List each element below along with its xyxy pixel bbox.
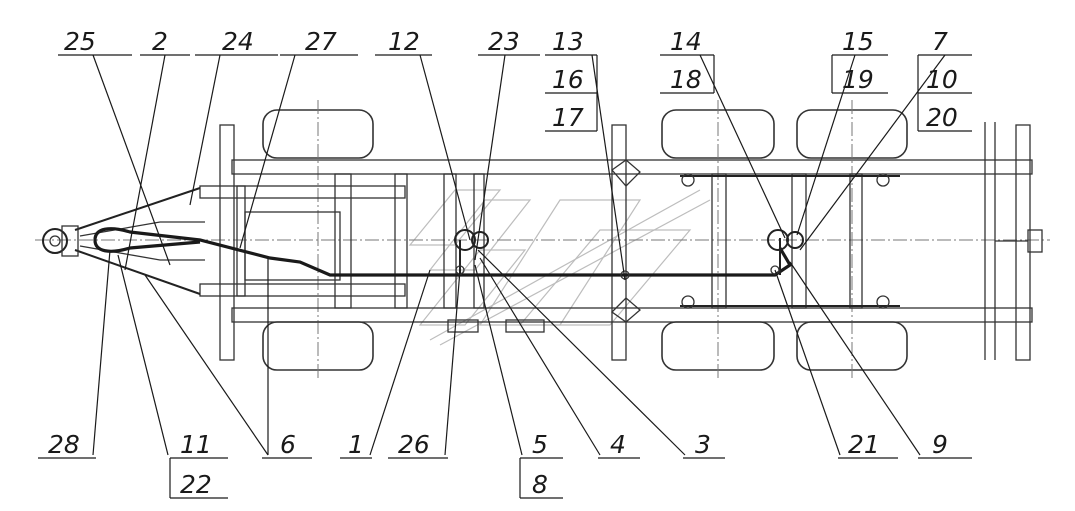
label-10: 10 <box>926 65 958 94</box>
label-25: 25 <box>64 27 96 56</box>
label-1: 1 <box>348 430 364 459</box>
label-22: 22 <box>180 470 212 499</box>
label-17: 17 <box>552 103 584 132</box>
label-2: 2 <box>152 27 168 56</box>
leaders-bottom <box>92 249 921 456</box>
label-9: 9 <box>932 430 948 459</box>
wheels <box>262 100 908 380</box>
label-15: 15 <box>842 27 874 56</box>
label-24: 24 <box>222 27 254 56</box>
frame <box>199 122 1043 361</box>
labels-bottom: 28 11 22 6 1 26 5 8 4 3 21 9 <box>48 430 948 499</box>
label-16: 16 <box>552 65 584 94</box>
label-14: 14 <box>670 27 702 56</box>
label-5: 5 <box>532 430 548 459</box>
label-21: 21 <box>848 430 880 459</box>
label-26: 26 <box>398 430 430 459</box>
labels-top: 25 2 24 27 12 23 13 16 17 14 18 15 19 7 … <box>64 27 958 132</box>
label-underlines <box>38 54 972 499</box>
brake-valves <box>454 229 804 280</box>
label-12: 12 <box>388 27 420 56</box>
label-18: 18 <box>670 65 702 94</box>
label-6: 6 <box>280 430 296 459</box>
label-27: 27 <box>305 27 337 56</box>
label-3: 3 <box>695 430 711 459</box>
label-4: 4 <box>610 430 626 459</box>
brake-lines <box>93 227 793 277</box>
label-8: 8 <box>532 470 548 499</box>
label-19: 19 <box>842 65 874 94</box>
label-23: 23 <box>488 27 520 56</box>
label-7: 7 <box>932 27 948 56</box>
label-13: 13 <box>552 27 584 56</box>
drawbar <box>42 187 205 295</box>
label-11: 11 <box>180 430 212 459</box>
label-28: 28 <box>48 430 80 459</box>
label-20: 20 <box>926 103 958 132</box>
